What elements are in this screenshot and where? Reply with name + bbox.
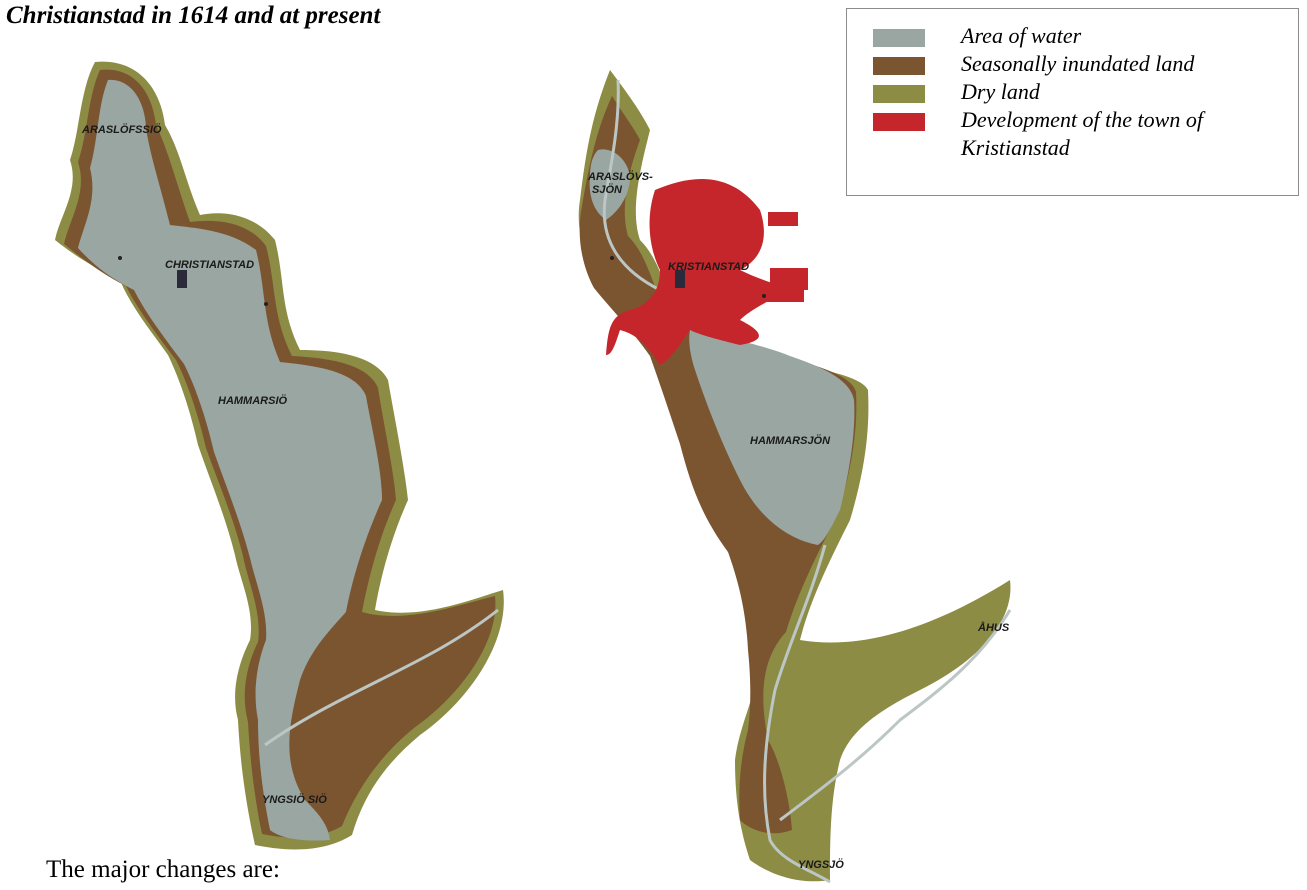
label-hammarsio: HAMMARSIÖ: [218, 394, 287, 407]
legend-label-development-line2: Kristianstad: [961, 135, 1070, 160]
kristianstad-development: [606, 178, 790, 365]
legend-label-water: Area of water: [961, 23, 1082, 48]
present-inundated-land: [579, 96, 857, 834]
historic-town-dot: [264, 302, 268, 306]
kristianstad-fortress-icon: [675, 270, 685, 288]
label-kristianstad: KRISTIANSTAD: [668, 261, 749, 273]
map-1614: ARASLÖFSSIÖ CHRISTIANSTAD HAMMARSIÖ YNGS…: [55, 61, 504, 850]
present-town-dot: [610, 256, 614, 260]
label-christianstad: CHRISTIANSTAD: [165, 259, 254, 271]
label-ahus: ÅHUS: [977, 621, 1010, 634]
legend-swatch-water: [873, 29, 925, 47]
historic-water-area: [78, 79, 382, 841]
development-patch: [744, 284, 804, 302]
legend-swatch-inundated: [873, 57, 925, 75]
label-araslovs: ARASLÖVS-: [587, 170, 653, 183]
legend-label-inundated: Seasonally inundated land: [961, 51, 1195, 76]
legend-swatch-dry-land: [873, 85, 925, 103]
label-yngsjo: YNGSJÖ: [798, 858, 844, 871]
label-yngsio-sio: YNGSIÖ SIÖ: [262, 793, 327, 806]
legend-swatch-development: [873, 113, 925, 131]
present-water-area: [589, 149, 855, 545]
development-patch: [768, 212, 798, 226]
legend-label-development: Development of the town of: [961, 107, 1203, 132]
legend-label-dry-land: Dry land: [961, 79, 1040, 104]
footer-text: The major changes are:: [46, 856, 280, 883]
present-town-dot: [762, 294, 766, 298]
historic-river: [264, 608, 499, 747]
label-hammarsjon: HAMMARSJÖN: [750, 434, 831, 447]
historic-town-dot: [118, 256, 122, 260]
label-sjon: SJÖN: [592, 183, 623, 196]
label-araslofssio: ARASLÖFSSIÖ: [81, 123, 162, 136]
map-present: ARASLÖVS- SJÖN KRISTIANSTAD HAMMARSJÖN Å…: [578, 70, 1012, 884]
christianstad-fortress-icon: [177, 270, 187, 288]
map-legend: Area of water Seasonally inundated land …: [846, 8, 1299, 196]
page-title: Christianstad in 1614 and at present: [6, 2, 381, 29]
